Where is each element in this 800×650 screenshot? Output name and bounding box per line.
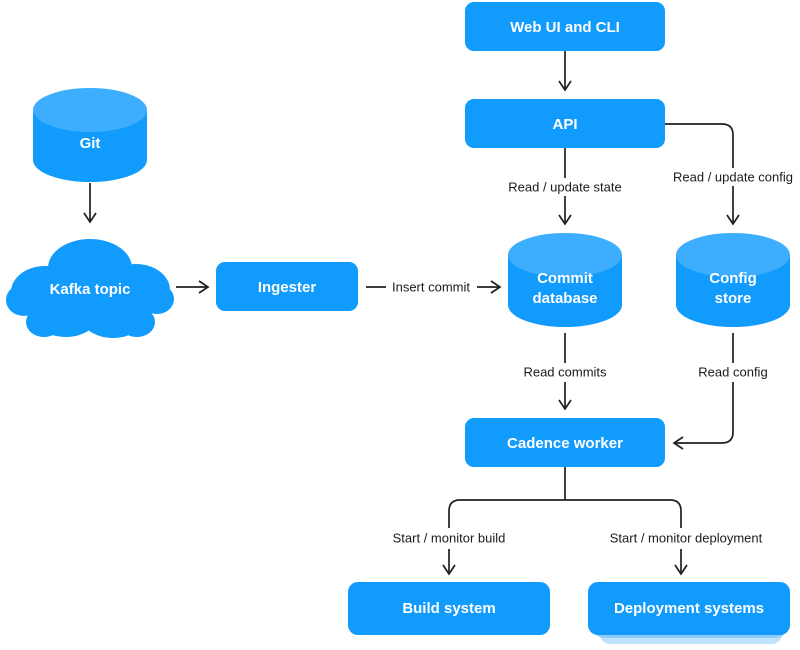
commit-database-cylinder-top — [508, 233, 622, 277]
node-commit-database[interactable]: Commit database — [508, 233, 622, 327]
config-store-cylinder-top — [676, 233, 790, 277]
deployment-systems-box — [588, 582, 790, 635]
connectors-layer: Insert commit Read / update state Read /… — [83, 51, 793, 576]
ingester-box — [216, 262, 358, 311]
edge-commitdb-cadence: Read commits — [523, 333, 607, 411]
node-api[interactable]: API — [465, 99, 665, 148]
edge-label-read-commits: Read commits — [523, 364, 607, 379]
api-box — [465, 99, 665, 148]
edge-label-insert-commit: Insert commit — [392, 279, 470, 294]
node-web-ui-and-cli[interactable]: Web UI and CLI — [465, 2, 665, 51]
cadence-worker-box — [465, 418, 665, 467]
build-system-box — [348, 582, 550, 635]
edge-label-read-update-state: Read / update state — [508, 179, 621, 194]
edge-label-start-monitor-deployment: Start / monitor deployment — [610, 530, 763, 545]
edge-label-read-config: Read config — [698, 364, 767, 379]
node-deployment-systems[interactable]: Deployment systems — [588, 582, 790, 644]
edge-cadence-build: Start / monitor build — [393, 530, 506, 576]
node-kafka-topic[interactable]: Kafka topic — [6, 239, 174, 338]
edge-configstore-cadence: Read config — [672, 333, 768, 450]
node-ingester[interactable]: Ingester — [216, 262, 358, 311]
edge-kafka-ingester — [176, 280, 210, 294]
edge-webui-api — [558, 51, 572, 92]
edge-api-configstore: Read / update config — [665, 123, 793, 226]
git-cylinder-top — [33, 88, 147, 132]
node-build-system[interactable]: Build system — [348, 582, 550, 635]
edge-label-read-update-config: Read / update config — [673, 169, 793, 184]
edge-ingester-commitdb: Insert commit — [366, 279, 502, 294]
edge-label-start-monitor-build: Start / monitor build — [393, 530, 506, 545]
node-git[interactable]: Git — [33, 88, 147, 182]
node-config-store[interactable]: Config store — [676, 233, 790, 327]
edge-api-commitdb: Read / update state — [508, 148, 622, 226]
node-cadence-worker[interactable]: Cadence worker — [465, 418, 665, 467]
kafka-cloud-shape — [6, 239, 174, 338]
edge-cadence-deploy: Start / monitor deployment — [610, 530, 763, 576]
web-ui-and-cli-box — [465, 2, 665, 51]
edge-git-kafka — [83, 183, 97, 224]
edge-cadence-fork — [448, 467, 682, 528]
